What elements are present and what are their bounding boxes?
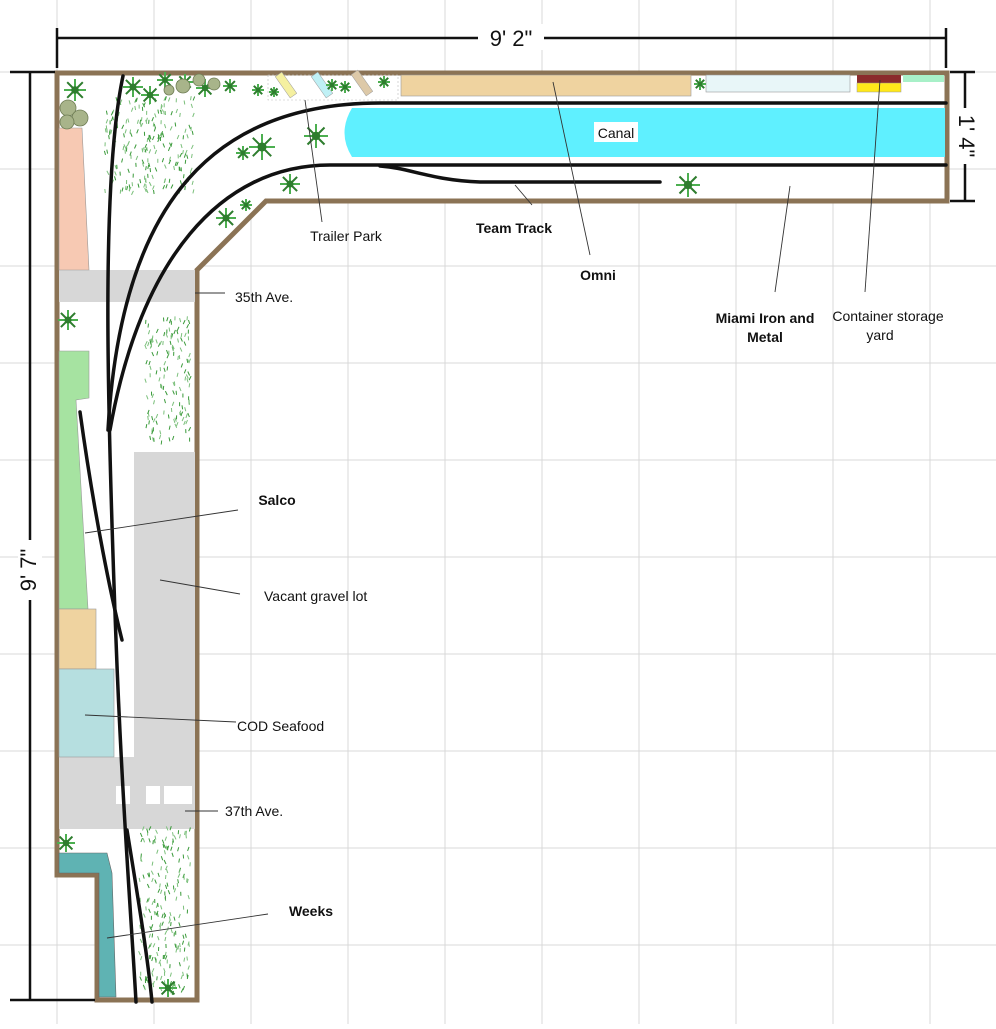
road-37th-gap-3 (164, 786, 192, 804)
container-yard-label-line1: Container storage (832, 308, 944, 324)
miami-iron-label-line1: Miami Iron and (716, 310, 815, 326)
container-yard-label-line2: yard (866, 327, 893, 343)
road-37th-gap-2 (146, 786, 160, 804)
vacant-gravel-lot-label: Vacant gravel lot (264, 588, 367, 604)
salco-label: Salco (258, 492, 295, 508)
dimension-width-label: 9' 2" (490, 26, 533, 51)
miami-iron-metal-building (706, 75, 850, 92)
tan-building (59, 609, 96, 669)
cod-seafood-label: COD Seafood (237, 718, 324, 734)
trailer-park-label: Trailer Park (310, 228, 383, 244)
team-track-label: Team Track (476, 220, 552, 236)
ave-35th-label: 35th Ave. (235, 289, 293, 305)
container-red (857, 75, 901, 83)
vacant-gravel-lot (134, 452, 195, 770)
canal-label: Canal (598, 125, 635, 141)
container-green (903, 75, 944, 82)
miami-iron-label-line2: Metal (747, 329, 783, 345)
track (80, 76, 946, 1002)
cod-seafood-building (59, 669, 114, 757)
omni-label: Omni (580, 267, 616, 283)
canal (345, 108, 946, 157)
ave-37th-label: 37th Ave. (225, 803, 283, 819)
weeks-label: Weeks (289, 903, 333, 919)
omni-building (401, 75, 691, 96)
dimension-height-label: 9' 7" (16, 549, 41, 592)
dimension-depth-label: 1' 4" (954, 115, 979, 158)
